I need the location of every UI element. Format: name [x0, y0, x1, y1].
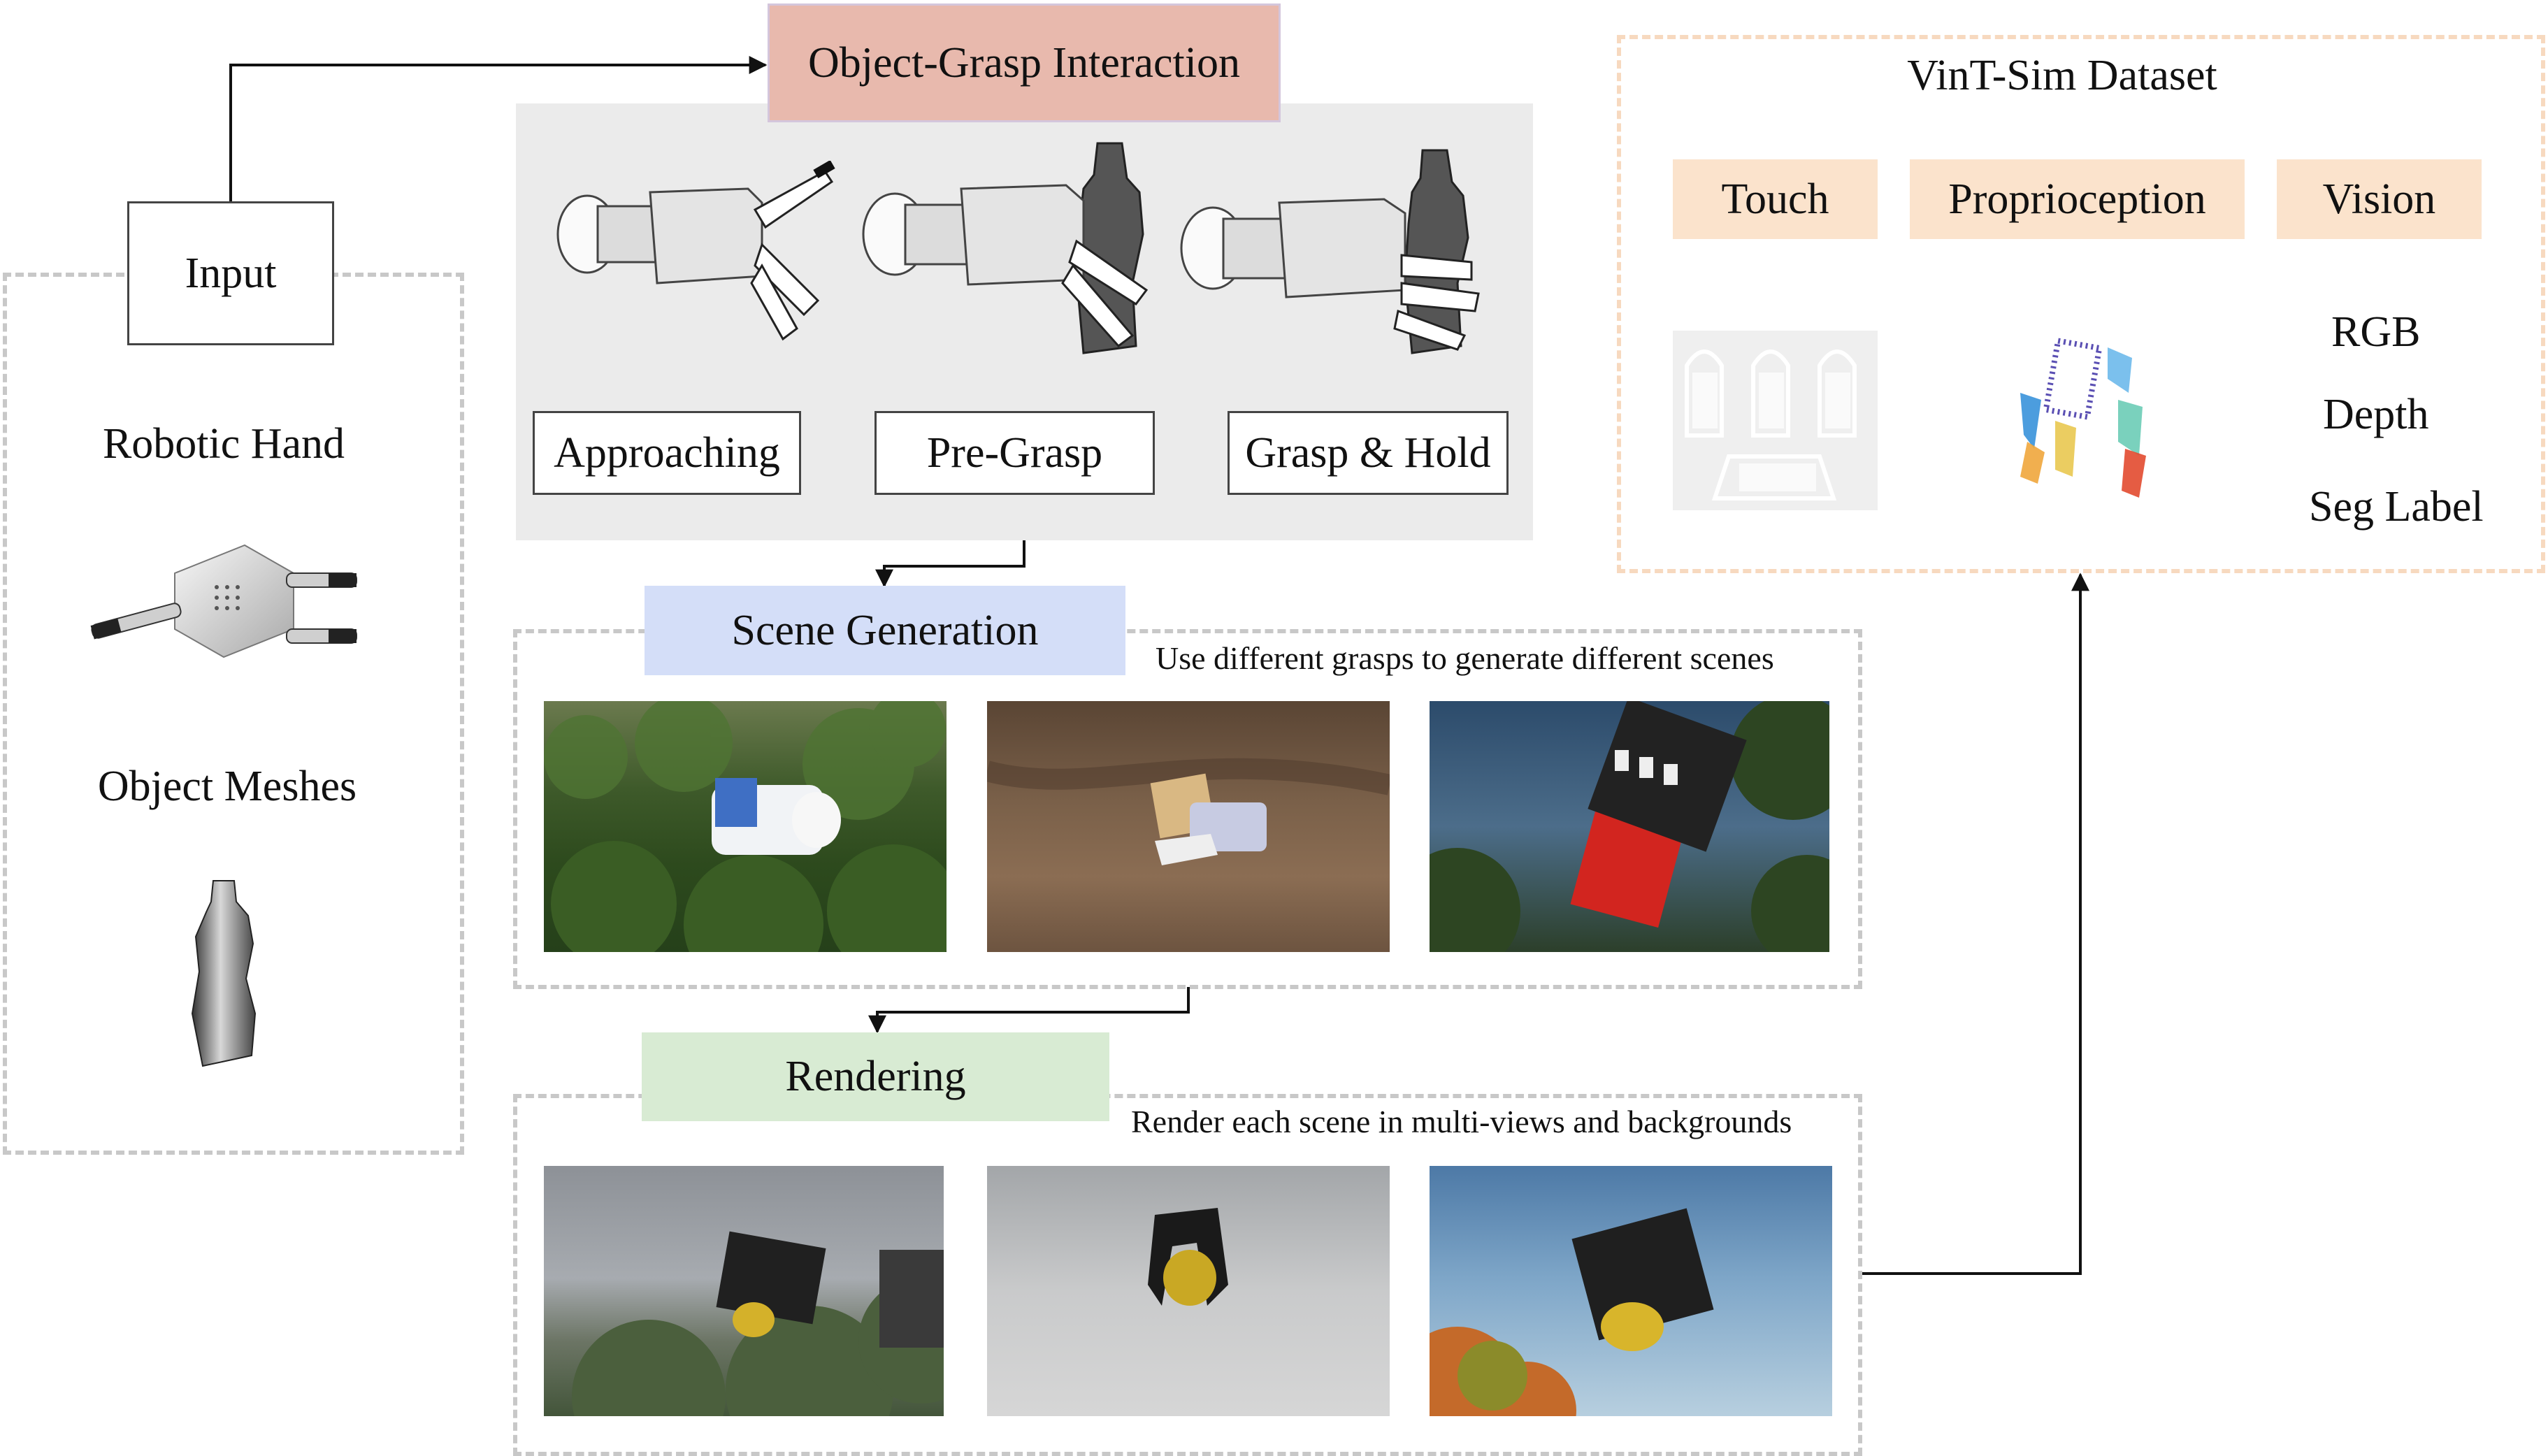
- interaction-header: Object-Grasp Interaction: [768, 3, 1281, 122]
- render-image-cloudy: [544, 1166, 944, 1416]
- render-image-overcast-art: [1148, 1208, 1228, 1306]
- render-image-blue-sky: [1430, 1166, 1832, 1416]
- scene-panel: [513, 629, 1862, 989]
- render-image-blue-sky-art: [1430, 1208, 1714, 1416]
- stage-grasp-hold-label: Grasp & Hold: [1245, 428, 1491, 477]
- vision-depth: Depth: [2323, 391, 2429, 438]
- render-image-overcast: [987, 1166, 1390, 1416]
- scene-image-sky-box: [1430, 701, 1829, 952]
- input-title-box: Input: [127, 201, 334, 345]
- stage-pregrasp: Pre-Grasp: [874, 411, 1155, 495]
- scene-image-garden-art: [544, 701, 946, 952]
- touch-image: [1673, 331, 1878, 510]
- touch-image-art: [1685, 349, 1857, 500]
- dataset-title: VinT-Sim Dataset: [1804, 48, 2321, 103]
- scene-image-garden: [544, 701, 946, 952]
- interaction-title: Object-Grasp Interaction: [807, 38, 1240, 87]
- stage-pregrasp-label: Pre-Grasp: [926, 428, 1103, 477]
- modality-vision: Vision: [2277, 159, 2482, 239]
- scene-title: Scene Generation: [731, 606, 1039, 654]
- scene-image-sky-box-art: [1430, 701, 1829, 952]
- pregrasp-image: [862, 142, 1149, 354]
- robotic-hand-image: [90, 544, 357, 658]
- render-image-cloudy-art: [572, 1231, 944, 1416]
- vision-rgb: RGB: [2331, 308, 2421, 356]
- stage-approaching: Approaching: [533, 411, 801, 495]
- modality-proprioception-label: Proprioception: [1948, 175, 2206, 223]
- dataset-panel: [1617, 35, 2545, 573]
- scene-image-soil: [987, 701, 1390, 952]
- stage-approaching-label: Approaching: [554, 428, 780, 477]
- arrow-scene-to-rendering: [868, 987, 1190, 1034]
- modality-proprioception: Proprioception: [1910, 159, 2245, 239]
- arrow-interaction-to-scene: [875, 540, 1025, 588]
- input-title: Input: [185, 249, 277, 297]
- rendering-caption: Render each scene in multi-views and bac…: [1127, 1103, 1797, 1140]
- arrow-rendering-to-dataset: [1859, 572, 2089, 1275]
- modality-touch-label: Touch: [1721, 175, 1829, 223]
- scene-image-soil-art: [987, 758, 1390, 865]
- object-mesh-image: [191, 880, 257, 1067]
- approaching-image: [556, 161, 835, 341]
- scene-header: Scene Generation: [645, 586, 1125, 675]
- robotic-hand-label: Robotic Hand: [102, 419, 345, 468]
- rendering-title: Rendering: [785, 1053, 966, 1100]
- arrow-input-to-interaction: [229, 56, 768, 201]
- rendering-header: Rendering: [642, 1032, 1109, 1121]
- object-meshes-label: Object Meshes: [97, 762, 357, 810]
- vision-seg-label: Seg Label: [2309, 483, 2484, 531]
- grasp-hold-image: [1180, 149, 1480, 354]
- scene-caption: Use different grasps to generate differe…: [1151, 640, 1778, 677]
- proprioception-image: [2020, 337, 2146, 498]
- modality-vision-label: Vision: [2322, 175, 2436, 223]
- rendering-panel: [513, 1094, 1862, 1456]
- stage-grasp-hold: Grasp & Hold: [1228, 411, 1509, 495]
- modality-touch: Touch: [1673, 159, 1878, 239]
